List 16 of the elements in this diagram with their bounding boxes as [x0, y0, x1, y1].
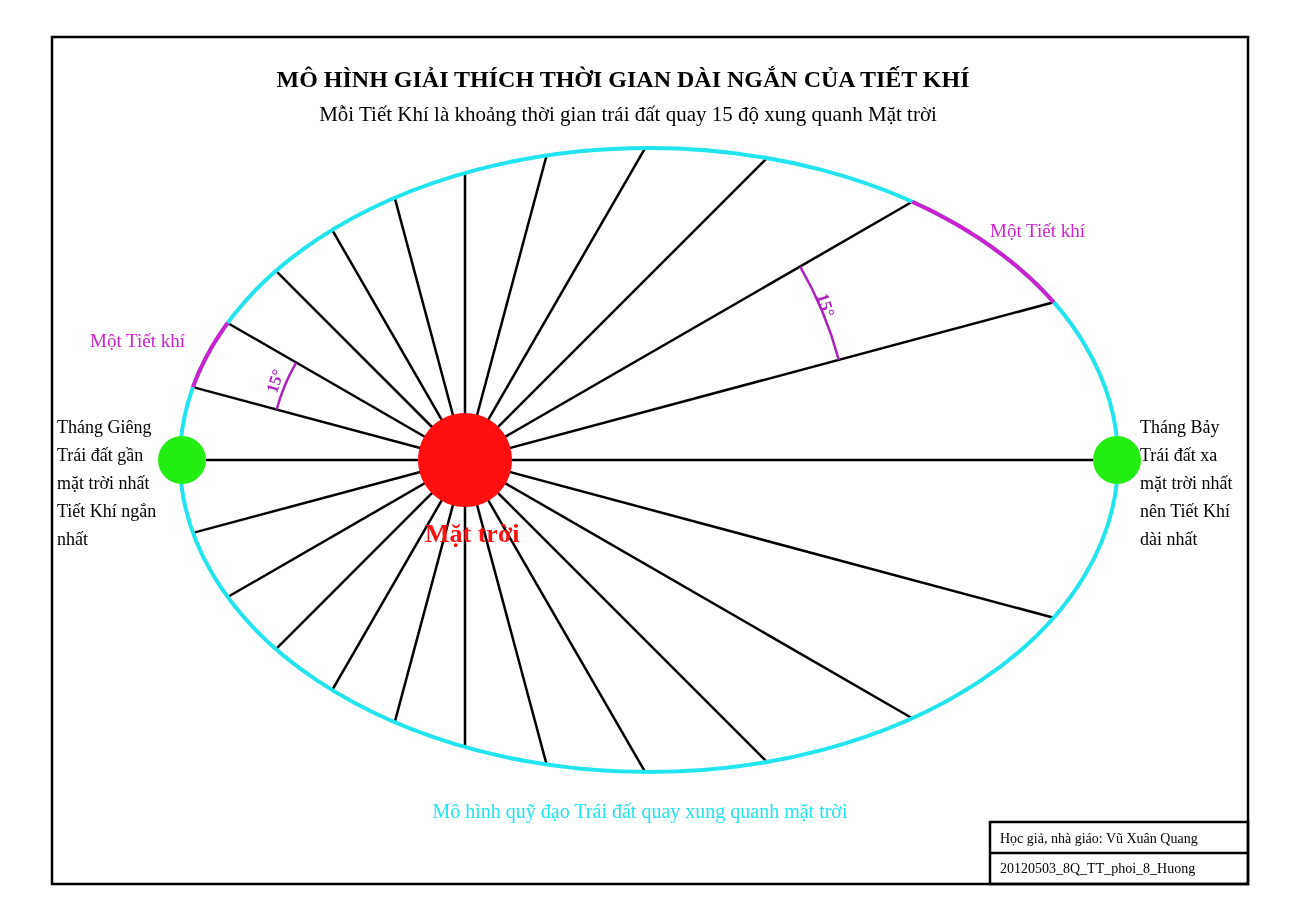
title: MÔ HÌNH GIẢI THÍCH THỜI GIAN DÀI NGẮN CỦA TIẾT KHÍ: [275, 66, 971, 93]
earth-circle: [158, 436, 206, 484]
connector-line: [206, 458, 418, 462]
angle-label: 15°: [263, 367, 289, 396]
sun-circle: [418, 413, 512, 507]
code-text: 20120503_8Q_TT_phoi_8_Huong: [1000, 861, 1196, 877]
connector-line: [512, 458, 1093, 462]
subtitle: Mỗi Tiết Khí là khoảng thời gian trái đất quay 15 độ xung quanh Mặt trời: [318, 103, 938, 127]
earth-circle: [1093, 436, 1141, 484]
earth-note: Tháng Bảy Trái đất xa mặt trời nhất nên Tiết Khí dài nhất: [1140, 416, 1234, 551]
orbit-caption: Mô hình quỹ đạo Trái đất quay xung quanh mặt trời: [431, 800, 849, 822]
segment-label: Một Tiết khí: [990, 221, 1086, 242]
earth-note: Tháng Giêng Trái đất gần mặt trời nhất Tiết Khí ngắn nhất: [57, 416, 158, 551]
author-text: Học giả, nhà giáo: Vũ Xuân Quang: [1000, 831, 1198, 847]
segment-label: Một Tiết khí: [90, 331, 186, 352]
angle-label: 15°: [812, 291, 838, 320]
